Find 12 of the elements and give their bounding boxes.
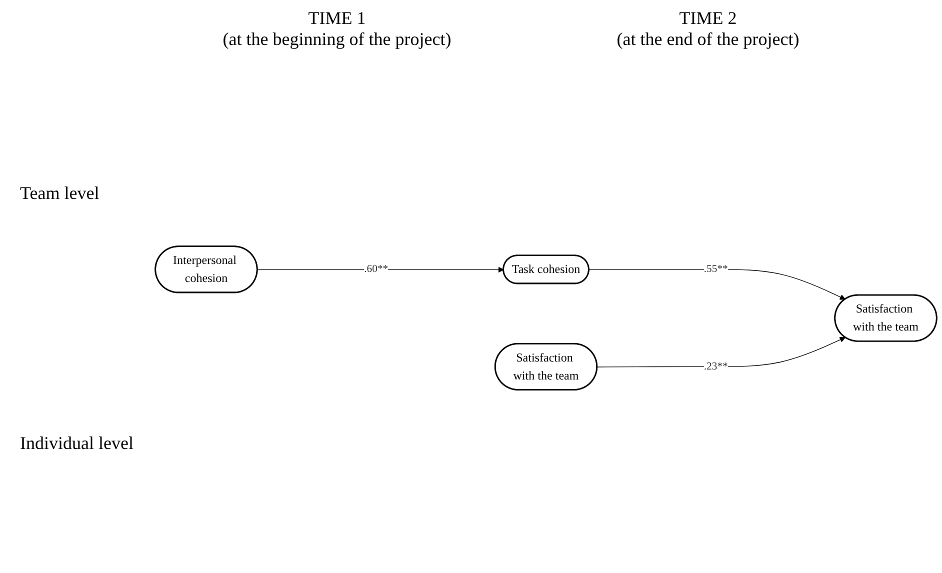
column-heading: TIME 1 [307, 8, 367, 29]
edge-label: .23** [704, 360, 728, 372]
column-subheading: (at the end of the project) [616, 29, 800, 50]
arrow [596, 336, 846, 368]
arrow [588, 269, 846, 300]
row-label: Individual level [20, 432, 134, 454]
edge-label: .60** [364, 263, 388, 275]
edge-label: .55** [704, 263, 728, 275]
row-label: Team level [20, 182, 100, 204]
arrow [257, 266, 504, 273]
column-subheading: (at the beginning of the project) [222, 29, 452, 50]
column-heading: TIME 2 [678, 8, 738, 29]
